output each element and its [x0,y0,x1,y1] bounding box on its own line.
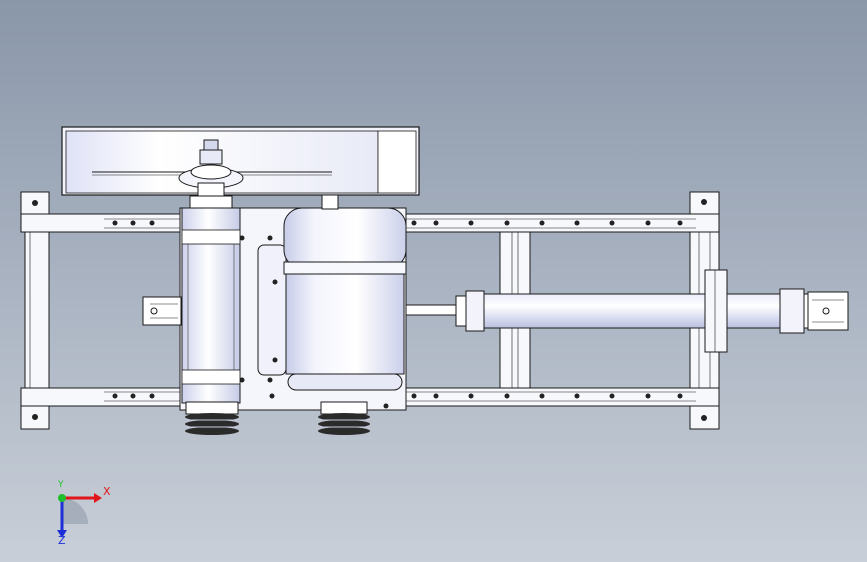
triad-z-arrowhead [57,530,67,538]
right-clevis-bracket[interactable] [807,291,849,331]
drum-pulley[interactable] [185,401,239,435]
triad-y-axis [58,494,66,502]
triad-shade [62,498,88,524]
spinner-disc[interactable] [178,139,244,209]
frame-foot-bottom-right[interactable] [689,404,720,430]
rail-bolts-top [112,220,683,226]
motor-pulley[interactable] [318,401,370,435]
axis-triad: X Y Z [44,480,124,552]
frame-crossbar-left[interactable] [24,231,50,389]
triad-x-label: X [103,485,111,498]
left-clevis-bracket[interactable] [142,296,182,326]
triad-y-label: Y [58,480,64,490]
triad-graphic [57,493,102,538]
hopper-box[interactable] [61,126,420,196]
frame-foot-top-left[interactable] [20,191,50,217]
triad-z-label: Z [58,534,66,547]
drive-drum-roller[interactable] [181,207,241,404]
pneumatic-cylinder[interactable] [405,288,819,334]
rail-bolts-bottom [112,393,683,399]
frame-foot-top-right[interactable] [689,191,720,217]
triad-x-arrowhead [94,493,102,503]
electric-motor[interactable] [283,194,407,391]
frame-foot-bottom-left[interactable] [20,404,50,430]
cylinder-mount-bracket[interactable] [704,269,728,353]
